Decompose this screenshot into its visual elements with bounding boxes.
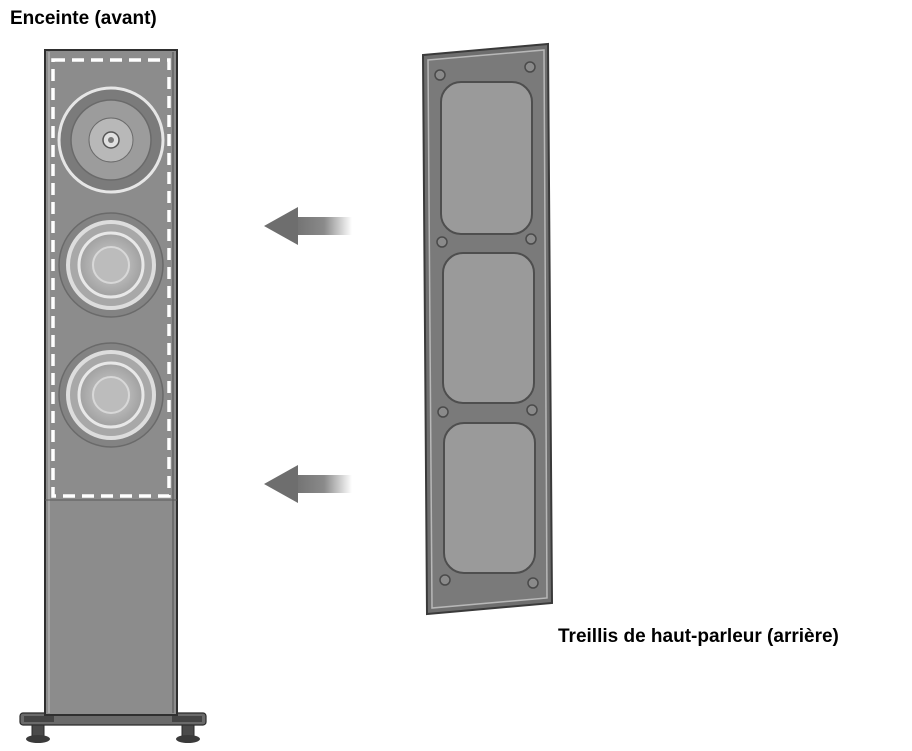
grille-area-outline	[51, 58, 171, 498]
grille-panel-middle	[442, 252, 535, 404]
tweeter-driver	[57, 86, 165, 194]
arrow-lower	[264, 465, 352, 503]
grille-panel-bottom	[443, 422, 536, 574]
speaker-front-label: Enceinte (avant)	[10, 8, 157, 29]
grille-mounting-pins	[434, 61, 539, 589]
arrow-upper	[264, 207, 352, 245]
grille-panel-top	[440, 81, 533, 235]
speaker-grille	[421, 42, 554, 616]
woofer-upper	[58, 212, 164, 318]
grille-back-label: Treillis de haut-parleur (arrière)	[558, 626, 839, 647]
speaker-cabinet	[19, 49, 207, 743]
speaker-plinth	[19, 712, 207, 743]
woofer-lower	[58, 342, 164, 448]
